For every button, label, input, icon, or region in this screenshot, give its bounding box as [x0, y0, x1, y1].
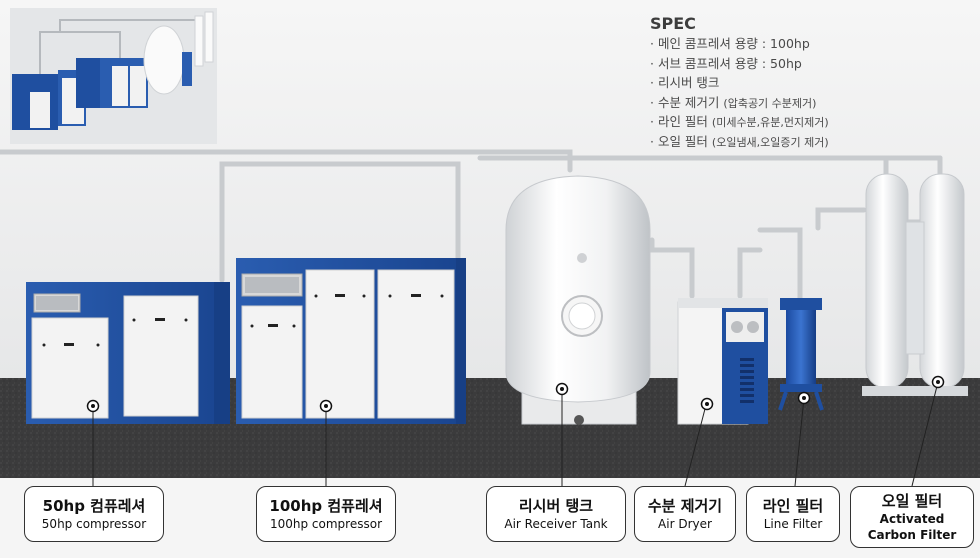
label-ko: 100hp 컴퓨레셔: [269, 496, 383, 515]
label-ko: 리시버 탱크: [518, 496, 594, 515]
spec-line-oil-filter: · 오일 필터 (오일냄새,오일증기 제거): [650, 133, 829, 149]
label-line-filter: 라인 필터 Line Filter: [746, 486, 840, 542]
label-ko: 수분 제거기: [647, 496, 723, 515]
spec-line-dryer: · 수분 제거기 (압축공기 수분제거): [650, 94, 817, 110]
label-en: Line Filter: [763, 516, 823, 531]
label-en: Air Receiver Tank: [504, 516, 608, 531]
air-receiver-tank: [505, 175, 651, 425]
label-en-line1: Activated: [879, 511, 945, 526]
spec-panel: SPEC · 메인 콤프레셔 용량 : 100hp · 서브 콤프레셔 용량 :…: [650, 14, 829, 152]
label-50hp-compressor: 50hp 컴퓨레셔 50hp compressor: [24, 486, 164, 542]
label-ko: 라인 필터: [762, 496, 824, 515]
label-en: 50hp compressor: [41, 516, 147, 531]
label-ko: 오일 필터: [881, 491, 943, 510]
spec-title: SPEC: [650, 14, 696, 33]
spec-line-main-compressor: · 메인 콤프레셔 용량 : 100hp: [650, 36, 810, 51]
label-en-line2: Carbon Filter: [867, 527, 957, 542]
label-100hp-compressor: 100hp 컴퓨레셔 100hp compressor: [256, 486, 396, 542]
callout-lines: [92, 381, 939, 487]
thumbnail-overview: [10, 8, 217, 144]
air-dryer: [677, 298, 768, 425]
label-oil-filter: 오일 필터 Activated Carbon Filter: [850, 486, 974, 548]
label-air-receiver-tank: 리시버 탱크 Air Receiver Tank: [486, 486, 626, 542]
spec-line-receiver-tank: · 리시버 탱크: [650, 75, 720, 90]
activated-carbon-filter: [862, 173, 968, 396]
label-air-dryer: 수분 제거기 Air Dryer: [634, 486, 736, 542]
compressor-100hp: [236, 258, 466, 424]
line-filter: [778, 298, 824, 411]
callout-dot-centers: [91, 380, 940, 408]
compressor-50hp: [26, 282, 230, 424]
label-en: Air Dryer: [658, 516, 712, 531]
label-en: 100hp compressor: [269, 516, 383, 531]
spec-line-sub-compressor: · 서브 콤프레셔 용량 : 50hp: [650, 55, 802, 71]
label-ko: 50hp 컴퓨레셔: [42, 496, 146, 515]
spec-line-line-filter: · 라인 필터 (미세수분,유분,먼지제거): [650, 114, 829, 129]
